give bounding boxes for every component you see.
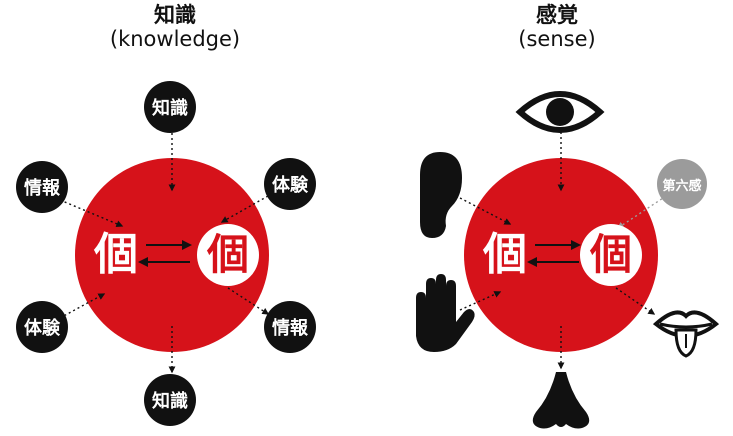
sense-title: 感覚 (sense) [462, 3, 652, 51]
knowledge-title-en: (knowledge) [109, 26, 241, 51]
knowledge-center-left-char: 個 [93, 229, 138, 280]
mouth-tongue-icon [652, 310, 720, 358]
sense-connectors [459, 132, 656, 370]
node-bottom-label: 知識 [152, 390, 188, 412]
knowledge-exchange-arrows [138, 240, 192, 267]
node-upper-right: 体験 [264, 158, 316, 210]
node-lower-right: 情報 [264, 301, 316, 353]
knowledge-title: 知識 (knowledge) [80, 3, 270, 51]
sixth-sense-label: 第六感 [662, 178, 701, 194]
node-top-label: 知識 [152, 97, 188, 119]
connector-lower-left [59, 293, 106, 319]
eye-icon [515, 91, 605, 133]
connector-hand [459, 291, 502, 311]
sense-diagram: 個 個 第六感 [416, 91, 720, 429]
sense-title-en: (sense) [518, 26, 596, 51]
connector-upper-right [220, 195, 269, 223]
sense-inner-white-circle [580, 224, 642, 286]
knowledge-title-jp: 知識 [154, 3, 196, 27]
sense-circle [464, 158, 658, 352]
knowledge-center-right-char: 個 [206, 230, 249, 279]
node-upper-left: 情報 [16, 161, 68, 213]
knowledge-inner-white-circle [197, 224, 259, 286]
knowledge-connectors [59, 128, 270, 374]
node-upper-right-label: 体験 [272, 174, 309, 196]
connector-upper-left [59, 199, 124, 228]
knowledge-circle [75, 158, 269, 352]
sense-title-jp: 感覚 [536, 3, 578, 27]
node-lower-right-label: 情報 [272, 317, 309, 339]
sense-exchange-arrows [527, 240, 581, 267]
node-bottom: 知識 [144, 374, 196, 426]
node-lower-left-label: 体験 [24, 317, 61, 339]
node-lower-left: 体験 [16, 301, 68, 353]
node-top: 知識 [144, 81, 196, 133]
knowledge-diagram: 個 個 知識 情報 体験 体験 情報 知識 [16, 81, 316, 426]
sixth-sense-node: 第六感 [657, 159, 707, 209]
sense-center-left-char: 個 [482, 229, 527, 280]
nose-icon [532, 372, 590, 429]
hand-icon [416, 274, 475, 352]
node-upper-left-label: 情報 [24, 177, 61, 199]
ear-icon [420, 152, 462, 238]
connector-ear [459, 197, 512, 225]
sense-center-right-char: 個 [589, 230, 632, 279]
